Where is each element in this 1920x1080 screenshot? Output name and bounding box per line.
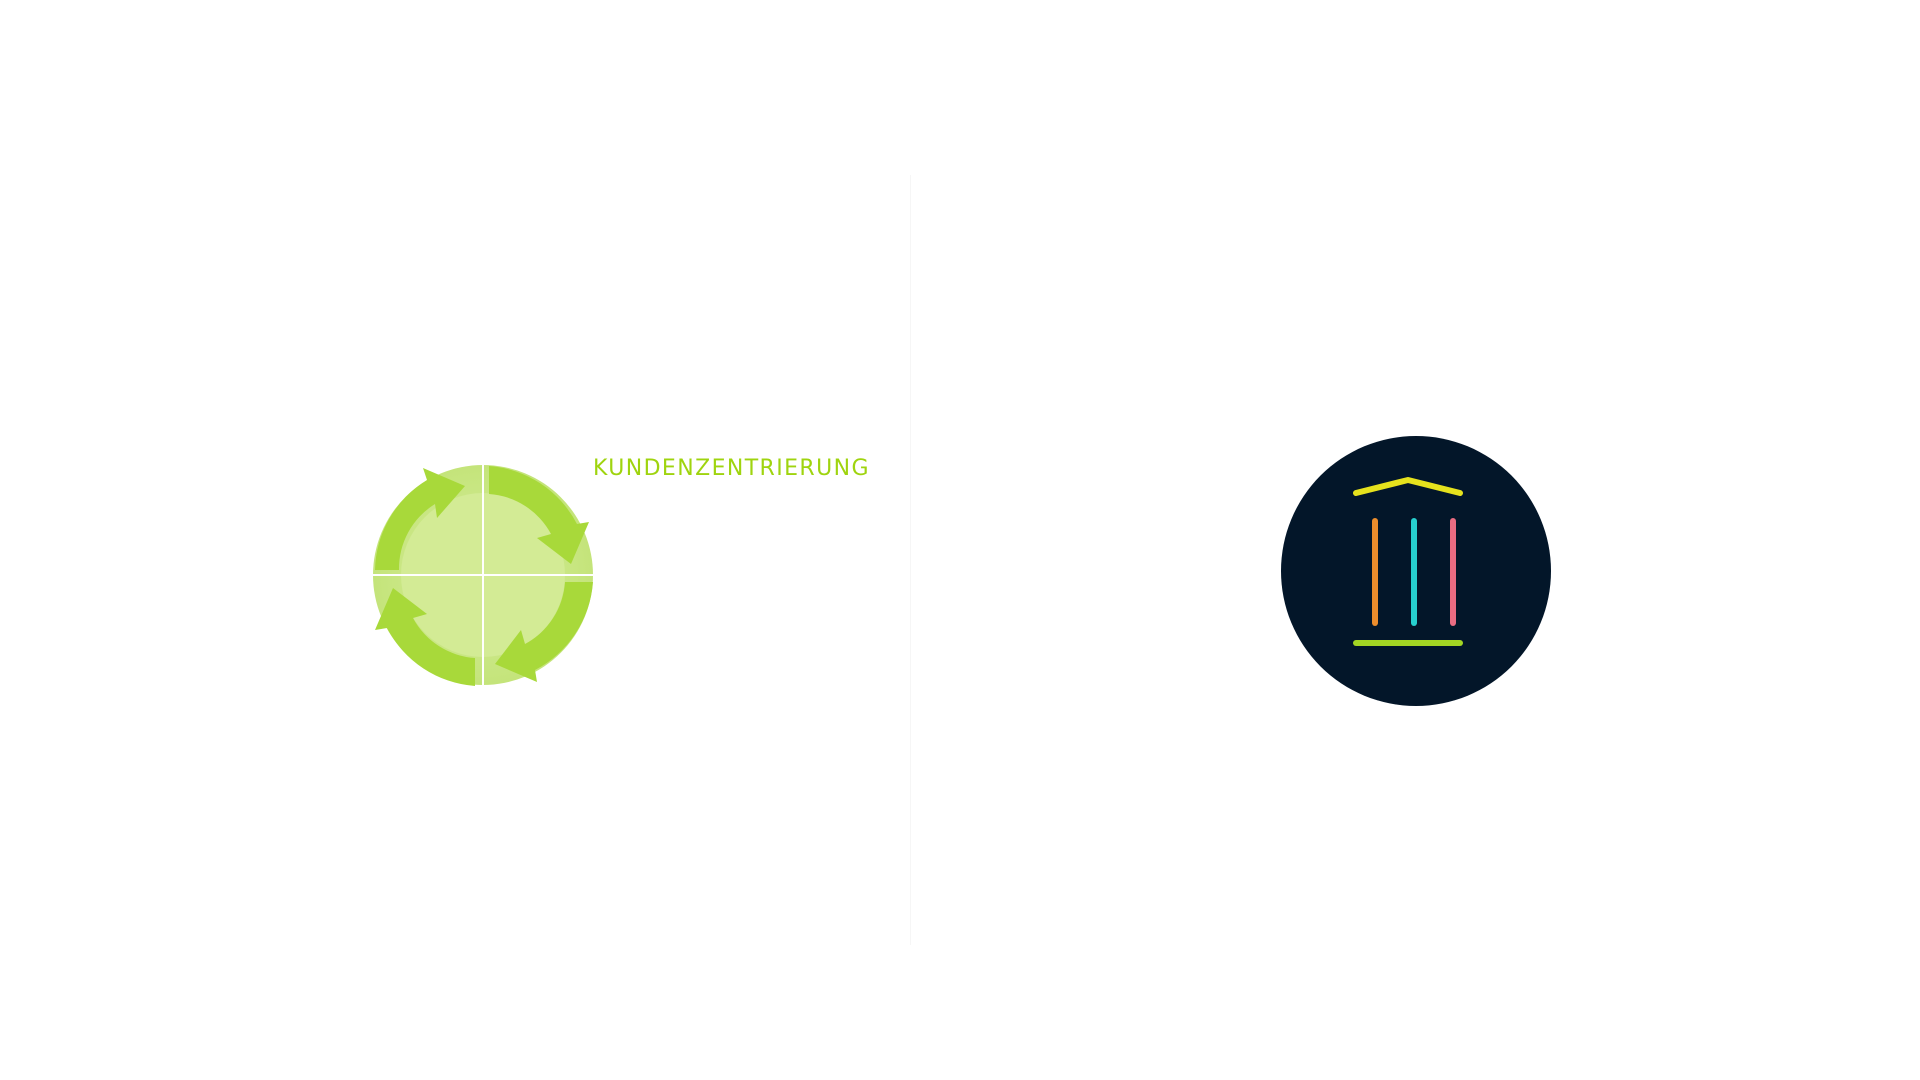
cycle-arrow-top-right bbox=[489, 466, 589, 564]
temple-roof bbox=[1353, 477, 1463, 496]
cycle-arrow-bottom-left bbox=[375, 588, 475, 686]
center-divider bbox=[910, 175, 911, 945]
cycle-arrow-top-left bbox=[375, 468, 465, 570]
temple-columns-icon bbox=[1281, 436, 1551, 706]
cycle-arrows-icon bbox=[370, 463, 597, 688]
cycle-arrow-bottom-right bbox=[495, 582, 593, 682]
cycle-label: KUNDENZENTRIERUNG bbox=[593, 456, 870, 481]
